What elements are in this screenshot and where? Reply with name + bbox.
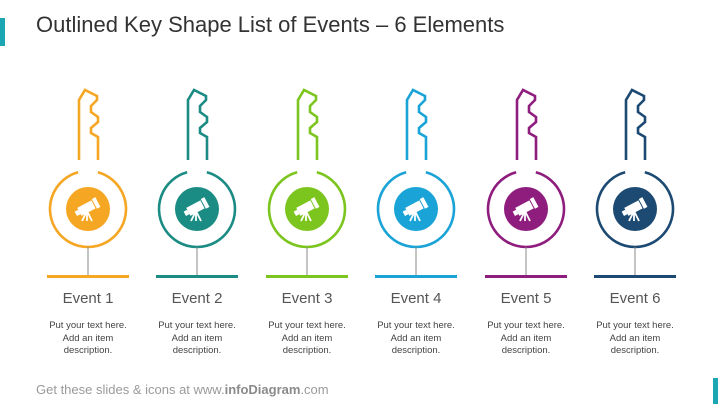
key-event-1 (47, 88, 129, 278)
event-title: Event 3 (281, 290, 333, 307)
footer-prefix: Get these slides & icons at www. (36, 382, 225, 397)
telescope-icon (183, 197, 210, 216)
base-bar (47, 275, 129, 278)
key-blade (296, 88, 319, 160)
event-description-line2: Add an item (62, 332, 114, 344)
key-event-2 (156, 88, 238, 278)
key-blade (624, 88, 647, 160)
event-description-line1: Put your text here. (158, 320, 236, 331)
event-title: Event 1 (62, 290, 114, 307)
key-event-4 (375, 88, 457, 278)
base-bar (375, 275, 457, 278)
event-description-line1: Put your text here. (268, 320, 346, 331)
event-title: Event 6 (609, 290, 661, 307)
key-event-3 (266, 88, 348, 278)
right-accent-bar (713, 378, 718, 404)
base-bar (594, 275, 676, 278)
key-head-ring (157, 171, 237, 249)
event-description-line2: Add an item (609, 332, 661, 344)
key-head-ring (48, 171, 128, 249)
event-title: Event 4 (390, 290, 442, 307)
event-description-line3: description. (610, 345, 660, 356)
left-accent-bar (0, 18, 5, 46)
key-head-ring (595, 171, 675, 249)
page-title: Outlined Key Shape List of Events – 6 El… (36, 12, 505, 37)
event-description-line2: Add an item (281, 332, 333, 344)
footer-credit: Get these slides & icons at www.infoDiag… (36, 382, 329, 397)
event-description-line3: description. (391, 345, 441, 356)
key-head-ring (376, 171, 456, 249)
event-description-line2: Add an item (390, 332, 442, 344)
event-title: Event 5 (500, 290, 552, 307)
base-bar (485, 275, 567, 278)
base-bar (156, 275, 238, 278)
key-blade (515, 88, 538, 160)
footer-brand: infoDiagram (224, 382, 301, 397)
event-description-line3: description. (63, 345, 113, 356)
telescope-icon (402, 197, 429, 216)
event-title: Event 2 (171, 290, 223, 307)
telescope-icon (293, 197, 320, 216)
event-description-line2: Add an item (500, 332, 552, 344)
key-event-6 (594, 88, 676, 278)
telescope-icon (512, 197, 539, 216)
key-head-ring (267, 171, 347, 249)
footer-suffix: .com (300, 382, 329, 397)
event-description-line1: Put your text here. (487, 320, 565, 331)
key-event-5 (485, 88, 567, 278)
event-description-line2: Add an item (171, 332, 223, 344)
telescope-icon (74, 197, 101, 216)
event-description-line1: Put your text here. (49, 320, 127, 331)
key-blade (77, 88, 100, 160)
event-description-line3: description. (501, 345, 551, 356)
base-bar (266, 275, 348, 278)
event-description-line1: Put your text here. (596, 320, 674, 331)
event-description-line3: description. (172, 345, 222, 356)
key-blade (186, 88, 209, 160)
event-description-line3: description. (282, 345, 332, 356)
key-blade (405, 88, 428, 160)
key-head-ring (486, 171, 566, 249)
event-description-line1: Put your text here. (377, 320, 455, 331)
telescope-icon (621, 197, 648, 216)
